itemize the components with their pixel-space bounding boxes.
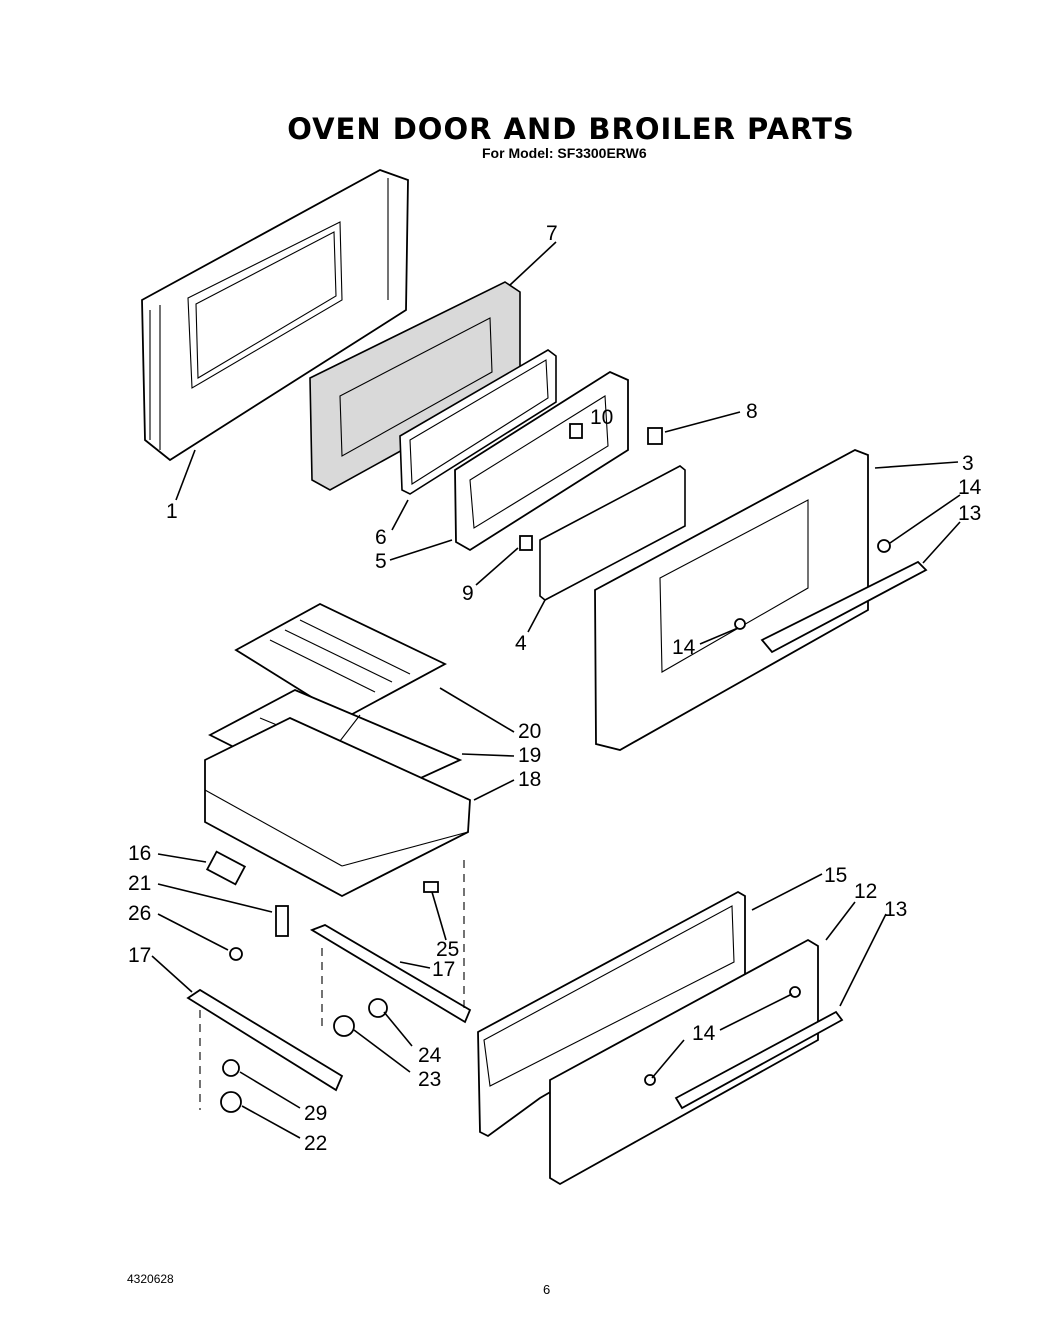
callout-29: 29	[304, 1102, 327, 1125]
model-subtitle: For Model: SF3300ERW6	[482, 145, 647, 161]
callout-6: 6	[375, 526, 387, 549]
callout-18: 18	[518, 768, 541, 791]
callout-26: 26	[128, 902, 151, 925]
outer-glass	[539, 465, 686, 601]
callout-25: 25	[436, 938, 459, 961]
callout-7: 7	[546, 222, 558, 245]
callout-17-lower: 17	[128, 944, 151, 967]
leader-lines	[151, 241, 961, 1139]
broiler-grid	[234, 602, 447, 720]
drawer-front-panel	[549, 938, 819, 1186]
inner-door-panel	[141, 169, 409, 462]
callout-14-upper: 14	[958, 476, 982, 499]
callout-20: 20	[518, 720, 541, 743]
callout-1: 1	[166, 500, 178, 523]
document-number: 4320628	[127, 1272, 174, 1286]
callout-24: 24	[418, 1044, 442, 1067]
support-bracket-lower	[186, 988, 344, 1110]
inner-glass	[399, 349, 557, 495]
callout-3: 3	[962, 452, 974, 475]
callout-23: 23	[418, 1068, 441, 1091]
callout-17-upper: 17	[432, 958, 455, 981]
glass-retainer	[454, 370, 629, 552]
callout-19: 19	[518, 744, 541, 767]
callout-10: 10	[590, 406, 613, 429]
outer-door-panel	[594, 449, 869, 751]
part-callouts: 1 7 6 5 4 9 10 8 3 14 13 14 20 19 18 16 …	[128, 222, 982, 1155]
callout-5: 5	[375, 550, 387, 573]
callout-4: 4	[515, 632, 527, 655]
callout-14-door: 14	[672, 636, 696, 659]
callout-14-drawer: 14	[692, 1022, 716, 1045]
broiler-pan	[204, 717, 471, 898]
broiler-hardware	[205, 850, 439, 961]
page-number: 6	[543, 1282, 551, 1297]
callout-22: 22	[304, 1132, 327, 1155]
door-handle	[760, 560, 928, 654]
fasteners	[220, 998, 388, 1113]
callout-15: 15	[824, 864, 847, 887]
callout-9: 9	[462, 582, 474, 605]
callout-12: 12	[854, 880, 877, 903]
callout-16: 16	[128, 842, 151, 865]
small-brackets	[519, 423, 891, 630]
callout-8: 8	[746, 400, 758, 423]
page-title: OVEN DOOR AND BROILER PARTS	[287, 112, 855, 146]
callout-13-upper: 13	[958, 502, 981, 525]
support-bracket-upper	[309, 860, 472, 1030]
callout-13-lower: 13	[884, 898, 907, 921]
callout-21: 21	[128, 872, 151, 895]
